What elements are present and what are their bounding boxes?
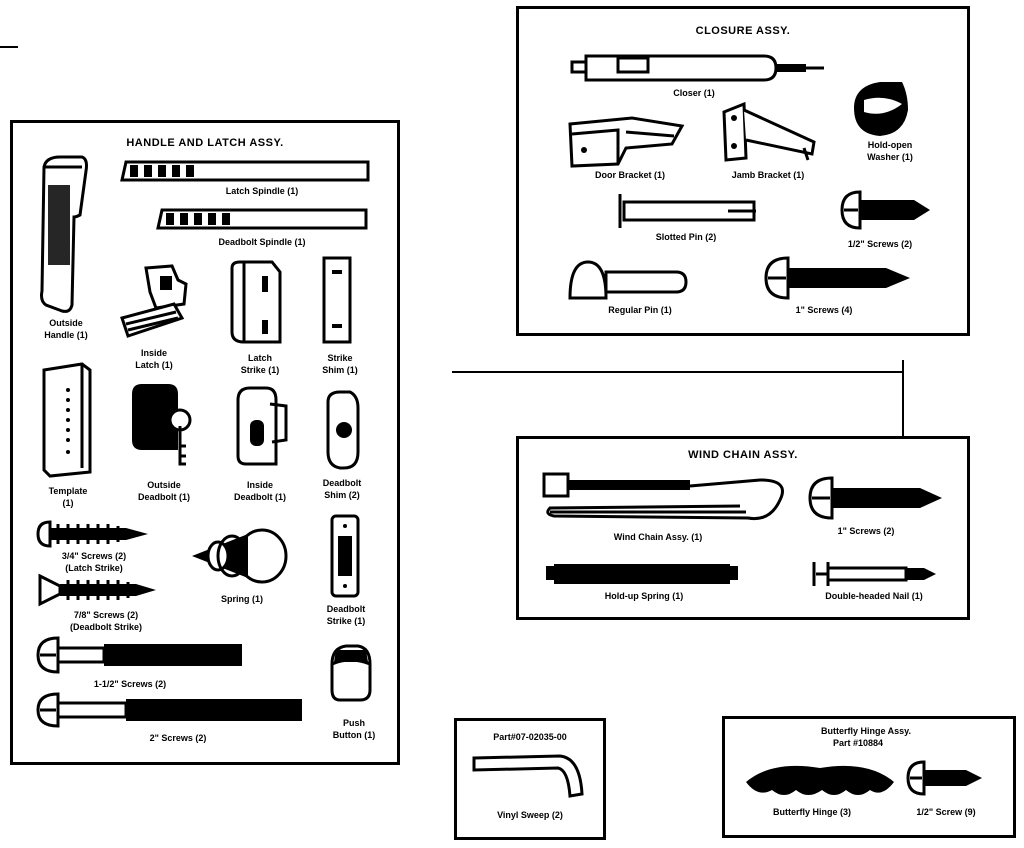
inside-latch-label-2: Latch (1) (135, 360, 173, 370)
vinyl-sweep-icon (472, 754, 584, 798)
push-button-icon (330, 644, 372, 702)
deadbolt-strike-label-1: Deadbolt (326, 604, 366, 614)
screw-2-icon (36, 692, 302, 728)
panel-title: HANDLE AND LATCH ASSY. (126, 137, 284, 149)
wind-one-screw-icon (808, 476, 942, 520)
push-button-label-1: Push (342, 718, 366, 728)
wind-chain-icon (542, 472, 784, 521)
screw-3-4-label-1: 3/4" Screws (2) (61, 551, 127, 561)
slotted-pin-icon (618, 194, 756, 228)
latch-spindle-icon (120, 160, 370, 182)
vinyl-sweep-part-label: Part#07-02035-00 (493, 732, 567, 742)
regular-pin-icon (568, 260, 688, 300)
screw-2-label: 2" Screws (2) (149, 733, 207, 743)
panel-title: WIND CHAIN ASSY. (688, 449, 798, 461)
spring-label: Spring (1) (221, 594, 263, 604)
butterfly-hinge-icon (746, 765, 894, 795)
door-bracket-label: Door Bracket (1) (594, 170, 666, 180)
one-screw-icon (764, 256, 910, 300)
butterfly-title-label: Butterfly Hinge Assy. (820, 726, 912, 736)
inside-deadbolt-label-2: Deadbolt (1) (233, 492, 287, 502)
hold-up-spring-label: Hold-up Spring (1) (604, 591, 684, 601)
deadbolt-spindle-icon (156, 208, 368, 230)
butterfly-screw-label: 1/2" Screw (9) (916, 807, 976, 817)
panel-title: CLOSURE ASSY. (695, 25, 791, 37)
push-button-label-2: Button (1) (332, 730, 376, 740)
butterfly-hinge-label: Butterfly Hinge (3) (772, 807, 852, 817)
deadbolt-shim-label-2: Shim (2) (324, 490, 360, 500)
outside-handle-label-1: Outside (49, 318, 83, 328)
half-screw-label: 1/2" Screws (2) (847, 239, 913, 249)
wind-chain-label: Wind Chain Assy. (1) (613, 532, 703, 542)
jamb-bracket-icon (722, 101, 816, 162)
latch-spindle-label: Latch Spindle (1) (225, 186, 299, 196)
butterfly-screw-icon (906, 760, 982, 796)
deadbolt-shim-label-1: Deadbolt (322, 478, 362, 488)
wind-one-screw-label: 1" Screws (2) (837, 526, 895, 536)
jamb-bracket-label: Jamb Bracket (1) (731, 170, 805, 180)
screw-7-8-label-2: (Deadbolt Strike) (69, 622, 143, 632)
strike-shim-label-1: Strike (327, 353, 353, 363)
wind-chain-panel: WIND CHAIN ASSY. (516, 436, 970, 620)
latch-strike-icon (230, 260, 282, 344)
spring-icon (192, 528, 288, 584)
deadbolt-spindle-label: Deadbolt Spindle (1) (218, 237, 306, 247)
outside-deadbolt-label-1: Outside (147, 480, 181, 490)
latch-strike-label-2: Strike (1) (240, 365, 280, 375)
latch-strike-label-1: Latch (247, 353, 273, 363)
screw-3-4-label-2: (Latch Strike) (65, 563, 123, 573)
screw-3-4-icon (36, 520, 148, 548)
slotted-pin-label: Slotted Pin (2) (655, 232, 717, 242)
connector-line-h (452, 371, 904, 373)
screw-7-8-label-1: 7/8" Screws (2) (73, 610, 139, 620)
vinyl-sweep-label: Vinyl Sweep (2) (497, 810, 563, 820)
deadbolt-strike-label-2: Strike (1) (326, 616, 366, 626)
butterfly-part-label: Part #10884 (832, 738, 884, 748)
outside-handle-icon (40, 155, 88, 313)
deadbolt-shim-icon (326, 390, 360, 470)
screw-7-8-icon (38, 573, 156, 607)
deadbolt-strike-icon (330, 514, 360, 598)
double-nail-label: Double-headed Nail (1) (825, 591, 923, 601)
connector-line-v (902, 360, 904, 436)
inside-deadbolt-label-1: Inside (246, 480, 274, 490)
stray-mark (0, 46, 18, 48)
double-nail-icon (812, 562, 936, 586)
screw-1-1-2-label: 1-1/2" Screws (2) (93, 679, 167, 689)
inside-latch-label-1: Inside (140, 348, 168, 358)
strike-shim-icon (322, 256, 352, 344)
regular-pin-label: Regular Pin (1) (608, 305, 672, 315)
template-label-2: (1) (62, 498, 74, 508)
vinyl-sweep-panel (454, 718, 606, 840)
hold-open-washer-label-2: Washer (1) (867, 152, 913, 162)
hold-open-washer-icon (854, 82, 908, 136)
strike-shim-label-2: Shim (1) (322, 365, 358, 375)
door-bracket-icon (568, 116, 685, 168)
half-screw-icon (840, 190, 930, 230)
hold-up-spring-icon (546, 564, 738, 584)
inside-latch-icon (120, 264, 188, 338)
one-screw-label: 1" Screws (4) (795, 305, 853, 315)
closer-label: Closer (1) (673, 88, 715, 98)
template-label-1: Template (48, 486, 88, 496)
outside-deadbolt-label-2: Deadbolt (1) (137, 492, 191, 502)
inside-deadbolt-icon (236, 386, 288, 466)
hold-open-washer-label-1: Hold-open (867, 140, 913, 150)
outside-handle-label-2: Handle (1) (44, 330, 88, 340)
screw-1-1-2-icon (36, 636, 242, 674)
outside-deadbolt-icon (132, 384, 192, 466)
template-icon (42, 362, 92, 478)
closer-icon (570, 54, 824, 82)
